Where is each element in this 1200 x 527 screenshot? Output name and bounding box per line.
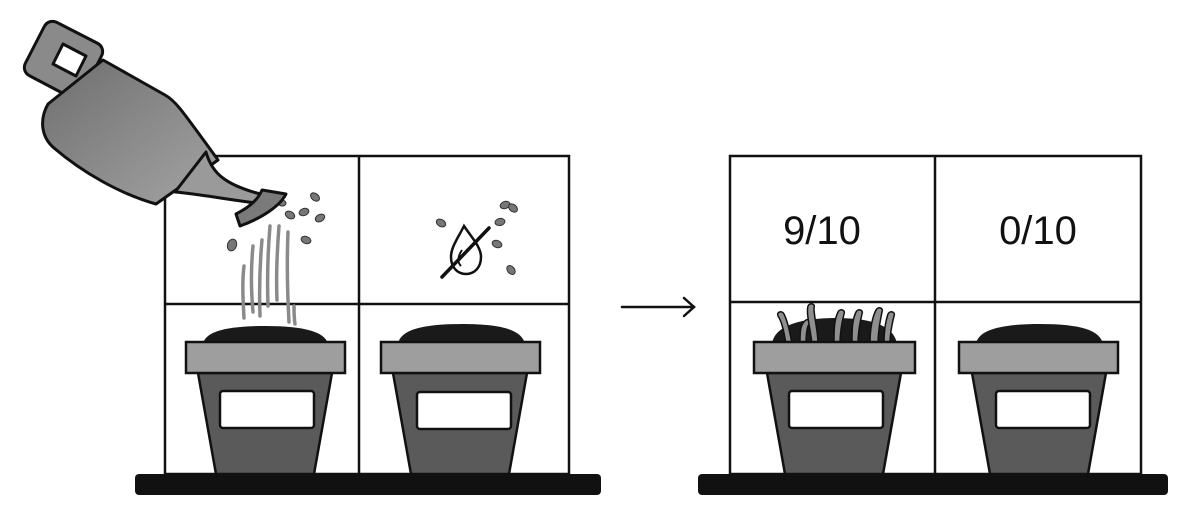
watering-can-icon [22, 19, 288, 228]
before-shelf [135, 474, 601, 495]
no-water-icon [440, 223, 491, 279]
pot-dry-after [957, 324, 1120, 476]
pot-label [415, 390, 513, 431]
pot-label [218, 389, 316, 430]
pot-label [787, 389, 885, 430]
pot-rim [957, 340, 1120, 375]
pot-rim [379, 340, 542, 375]
soil-mound [203, 326, 328, 344]
seeds-dry [435, 200, 518, 275]
pot-label [994, 389, 1092, 430]
water-streams [241, 224, 297, 326]
pot-rim [752, 340, 917, 375]
pot-dry-before [379, 324, 542, 476]
sprout-count-dry: 0/10 [999, 209, 1077, 253]
arrow-right-icon [620, 296, 696, 318]
sprout-count-watered: 9/10 [783, 209, 861, 253]
sprouts [776, 303, 896, 345]
pot-watered-before [184, 326, 347, 476]
soil-mound [976, 324, 1103, 344]
pot-watered-after [752, 303, 917, 476]
after-shelf [698, 474, 1168, 495]
before-panel [22, 19, 601, 495]
pot-rim [184, 340, 347, 375]
soil-mound [398, 324, 525, 344]
after-panel: 9/10 0/10 [698, 154, 1168, 495]
